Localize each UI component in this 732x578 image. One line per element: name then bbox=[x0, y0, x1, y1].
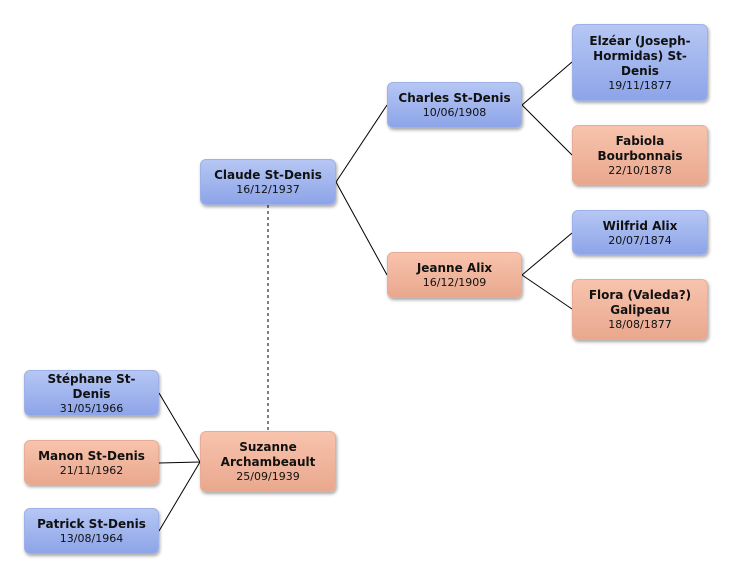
person-card-wilfrid[interactable]: Wilfrid Alix 20/07/1874 bbox=[572, 210, 708, 255]
person-name: Suzanne Archambeault bbox=[220, 440, 316, 469]
link-charles-fabiola bbox=[521, 104, 573, 156]
link-claude-jeanne bbox=[335, 181, 388, 276]
link-claude-charles bbox=[335, 104, 388, 183]
person-card-fabiola[interactable]: Fabiola Bourbonnais 22/10/1878 bbox=[572, 125, 708, 185]
link-patrick-suzanne bbox=[158, 461, 201, 532]
person-date: 20/07/1874 bbox=[608, 233, 672, 247]
person-name: Wilfrid Alix bbox=[602, 218, 678, 233]
person-card-stephane[interactable]: Stéphane St-Denis 31/05/1966 bbox=[24, 370, 159, 416]
person-name: Manon St-Denis bbox=[38, 448, 145, 463]
person-card-charles[interactable]: Charles St-Denis 10/06/1908 bbox=[387, 82, 522, 128]
person-name: Fabiola Bourbonnais bbox=[597, 133, 683, 163]
person-card-elzear[interactable]: Elzéar (Joseph-Hormidas) St-Denis 19/11/… bbox=[572, 24, 708, 101]
person-name: Flora (Valeda?) Galipeau bbox=[588, 288, 692, 317]
person-date: 18/08/1877 bbox=[608, 318, 672, 331]
person-date: 25/09/1939 bbox=[236, 470, 300, 483]
link-jeanne-wilfrid bbox=[521, 232, 573, 276]
person-card-flora[interactable]: Flora (Valeda?) Galipeau 18/08/1877 bbox=[572, 279, 708, 340]
person-date: 21/11/1962 bbox=[59, 463, 124, 477]
person-name: Stéphane St-Denis bbox=[47, 371, 136, 401]
person-card-patrick[interactable]: Patrick St-Denis 13/08/1964 bbox=[24, 508, 159, 554]
person-name: Elzéar (Joseph-Hormidas) St-Denis bbox=[589, 33, 691, 78]
person-date: 13/08/1964 bbox=[59, 532, 124, 545]
person-date: 22/10/1878 bbox=[608, 163, 672, 177]
person-card-manon[interactable]: Manon St-Denis 21/11/1962 bbox=[24, 440, 159, 485]
person-name: Jeanne Alix bbox=[416, 261, 493, 275]
person-date: 19/11/1877 bbox=[608, 78, 672, 92]
person-name: Charles St-Denis bbox=[398, 91, 511, 105]
person-date: 10/06/1908 bbox=[422, 106, 487, 119]
person-date: 31/05/1966 bbox=[59, 401, 124, 415]
person-card-suzanne[interactable]: Suzanne Archambeault 25/09/1939 bbox=[200, 431, 336, 492]
person-name: Patrick St-Denis bbox=[37, 517, 146, 531]
link-charles-elzear bbox=[521, 61, 573, 106]
link-jeanne-flora bbox=[521, 274, 573, 310]
link-manon-suzanne bbox=[158, 461, 201, 464]
person-card-jeanne[interactable]: Jeanne Alix 16/12/1909 bbox=[387, 252, 522, 298]
person-name: Claude St-Denis bbox=[214, 168, 322, 182]
link-stephane-suzanne bbox=[158, 392, 201, 463]
person-date: 16/12/1937 bbox=[236, 183, 300, 196]
person-card-claude[interactable]: Claude St-Denis 16/12/1937 bbox=[200, 159, 336, 205]
person-date: 16/12/1909 bbox=[422, 276, 487, 289]
